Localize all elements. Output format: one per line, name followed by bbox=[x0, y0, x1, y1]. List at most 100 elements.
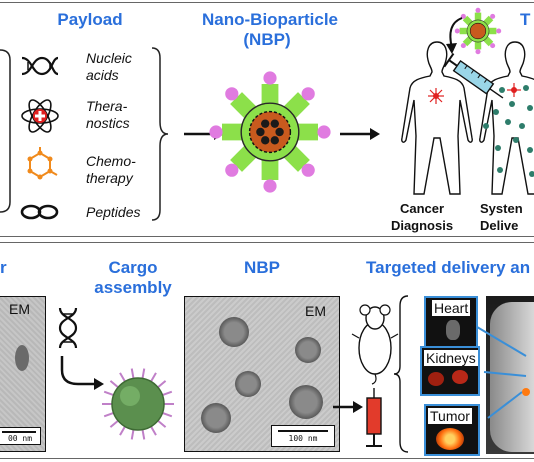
particle-ligand bbox=[225, 163, 239, 177]
nano-bioparticle-small-icon bbox=[454, 7, 502, 55]
payload-label-nucleic-acids: Nucleic acids bbox=[86, 50, 132, 84]
em-image-left: EM 00 nm bbox=[0, 296, 46, 452]
particle-ligand bbox=[301, 163, 315, 177]
particle-ligand bbox=[496, 28, 502, 34]
nbp-title: Nano-Bioparticle (NBP) bbox=[202, 10, 338, 50]
organ-image bbox=[452, 370, 468, 384]
left-title-fragment: r bbox=[0, 258, 7, 277]
organ-callout-tumor: Tumor bbox=[424, 404, 480, 456]
syringe-icon bbox=[366, 388, 382, 447]
payload-label-peptides: Peptides bbox=[86, 204, 140, 221]
particle-ligand bbox=[475, 49, 481, 55]
top-panel: Payload Nucleic acids Th bbox=[0, 2, 534, 237]
caption-cancer-diagnosis: Cancer Diagnosis bbox=[382, 200, 462, 234]
top-panel-border bbox=[0, 2, 534, 3]
human-figure-delivery bbox=[479, 41, 534, 195]
payload-label-line: Peptides bbox=[86, 204, 141, 220]
em-particle bbox=[219, 317, 249, 347]
curved-arrow-icon bbox=[60, 356, 104, 390]
scale-bar-label: 00 nm bbox=[7, 434, 33, 443]
payload-label-line: Thera- bbox=[86, 98, 128, 114]
bottom-panel-border-top bbox=[0, 242, 534, 243]
em-label: EM bbox=[305, 303, 326, 319]
particle-ligand bbox=[263, 71, 277, 85]
cargo-assembled-particle bbox=[102, 368, 174, 440]
top-panel-border-bottom bbox=[0, 236, 534, 237]
particle-ligand bbox=[317, 125, 331, 139]
particle-core bbox=[469, 22, 487, 40]
nbp-title-line: (NBP) bbox=[243, 30, 291, 49]
scale-bar-line bbox=[278, 430, 328, 432]
particle-cargo bbox=[275, 127, 284, 137]
chemo-molecule-icon bbox=[27, 147, 58, 180]
organ-label: Heart bbox=[432, 300, 471, 316]
arrow-right-icon bbox=[340, 128, 380, 140]
imaged-mouse-body bbox=[490, 302, 534, 452]
arrow-right-icon bbox=[333, 401, 363, 413]
particle-ligand bbox=[460, 13, 466, 19]
payload-label-line: Nucleic bbox=[86, 50, 132, 66]
organ-label: Kidneys bbox=[424, 350, 478, 366]
organ-callout-kidneys: Kidneys bbox=[420, 346, 480, 396]
em-particle bbox=[235, 371, 261, 397]
cargo-shell bbox=[111, 377, 165, 431]
particle-ligand bbox=[454, 28, 460, 34]
human-figure-diagnosis bbox=[401, 41, 473, 195]
em-particle bbox=[15, 345, 29, 371]
payload-curly-brace bbox=[151, 47, 169, 221]
organ-image bbox=[446, 320, 460, 340]
em-particle bbox=[289, 385, 323, 419]
particle-ligand bbox=[490, 13, 496, 19]
organ-image bbox=[428, 372, 444, 386]
nbp-em-title: NBP bbox=[244, 258, 280, 277]
em-particle bbox=[295, 337, 321, 363]
caption-line: Diagnosis bbox=[390, 218, 454, 233]
right-panel-title-fragment: T bbox=[520, 10, 531, 29]
cargo-title-line: Cargo bbox=[108, 258, 158, 277]
particle-ligand bbox=[460, 43, 466, 49]
payload-label-chemotherapy: Chemo- therapy bbox=[86, 153, 136, 187]
payload-label-line: Chemo- bbox=[86, 153, 136, 169]
dna-icon bbox=[58, 307, 78, 349]
mouse-imaging-panel bbox=[486, 296, 534, 454]
particle-ligand bbox=[225, 87, 239, 101]
curved-arrow-icon bbox=[446, 17, 463, 54]
organ-callout-heart: Heart bbox=[424, 296, 478, 350]
callout-lines bbox=[471, 323, 530, 419]
particle-cargo bbox=[256, 127, 265, 137]
particle-ligand bbox=[209, 125, 223, 139]
cargo-title-line: assembly bbox=[94, 278, 172, 297]
peptide-chain-icon bbox=[20, 204, 59, 220]
em-image-nbp: EM 100 nm bbox=[184, 296, 340, 452]
particle-cargo bbox=[261, 119, 270, 128]
em-particle bbox=[201, 403, 231, 433]
particle-ligand bbox=[475, 7, 481, 13]
particle-core bbox=[248, 110, 292, 154]
caption-line: Delive bbox=[480, 218, 519, 233]
payload-label-theranostics: Thera- nostics bbox=[86, 98, 130, 132]
bottom-panel: r Cargo assembly NBP Targeted delivery a… bbox=[0, 240, 534, 462]
payload-label-line: therapy bbox=[86, 170, 133, 186]
scale-bar-line bbox=[2, 431, 36, 433]
bottom-panel-border-bottom bbox=[0, 458, 534, 459]
particle-cargo bbox=[261, 136, 270, 145]
mouse-icon bbox=[351, 304, 399, 385]
organ-image bbox=[436, 428, 464, 450]
scale-bar-label: 100 nm bbox=[288, 434, 318, 443]
payload-left-bracket bbox=[0, 49, 11, 213]
theranostics-atom-icon bbox=[21, 99, 59, 133]
payload-title: Payload bbox=[57, 10, 123, 29]
payload-label-line: nostics bbox=[86, 115, 130, 131]
particle-ligand bbox=[490, 43, 496, 49]
nano-bioparticle-diagram bbox=[209, 71, 331, 193]
imaging-bracket bbox=[393, 295, 409, 453]
caption-systemic-delivery: Systen Delive bbox=[480, 200, 534, 234]
targeted-delivery-title: Targeted delivery an bbox=[366, 258, 531, 277]
particle-ligand bbox=[263, 179, 277, 193]
payload-label-line: acids bbox=[86, 67, 119, 83]
cargo-assembly-title: Cargo assembly bbox=[78, 258, 188, 298]
caption-line: Cancer bbox=[399, 201, 445, 216]
em-label: EM bbox=[9, 301, 30, 317]
syringe-icon bbox=[443, 52, 504, 99]
cargo-highlight bbox=[120, 386, 140, 406]
